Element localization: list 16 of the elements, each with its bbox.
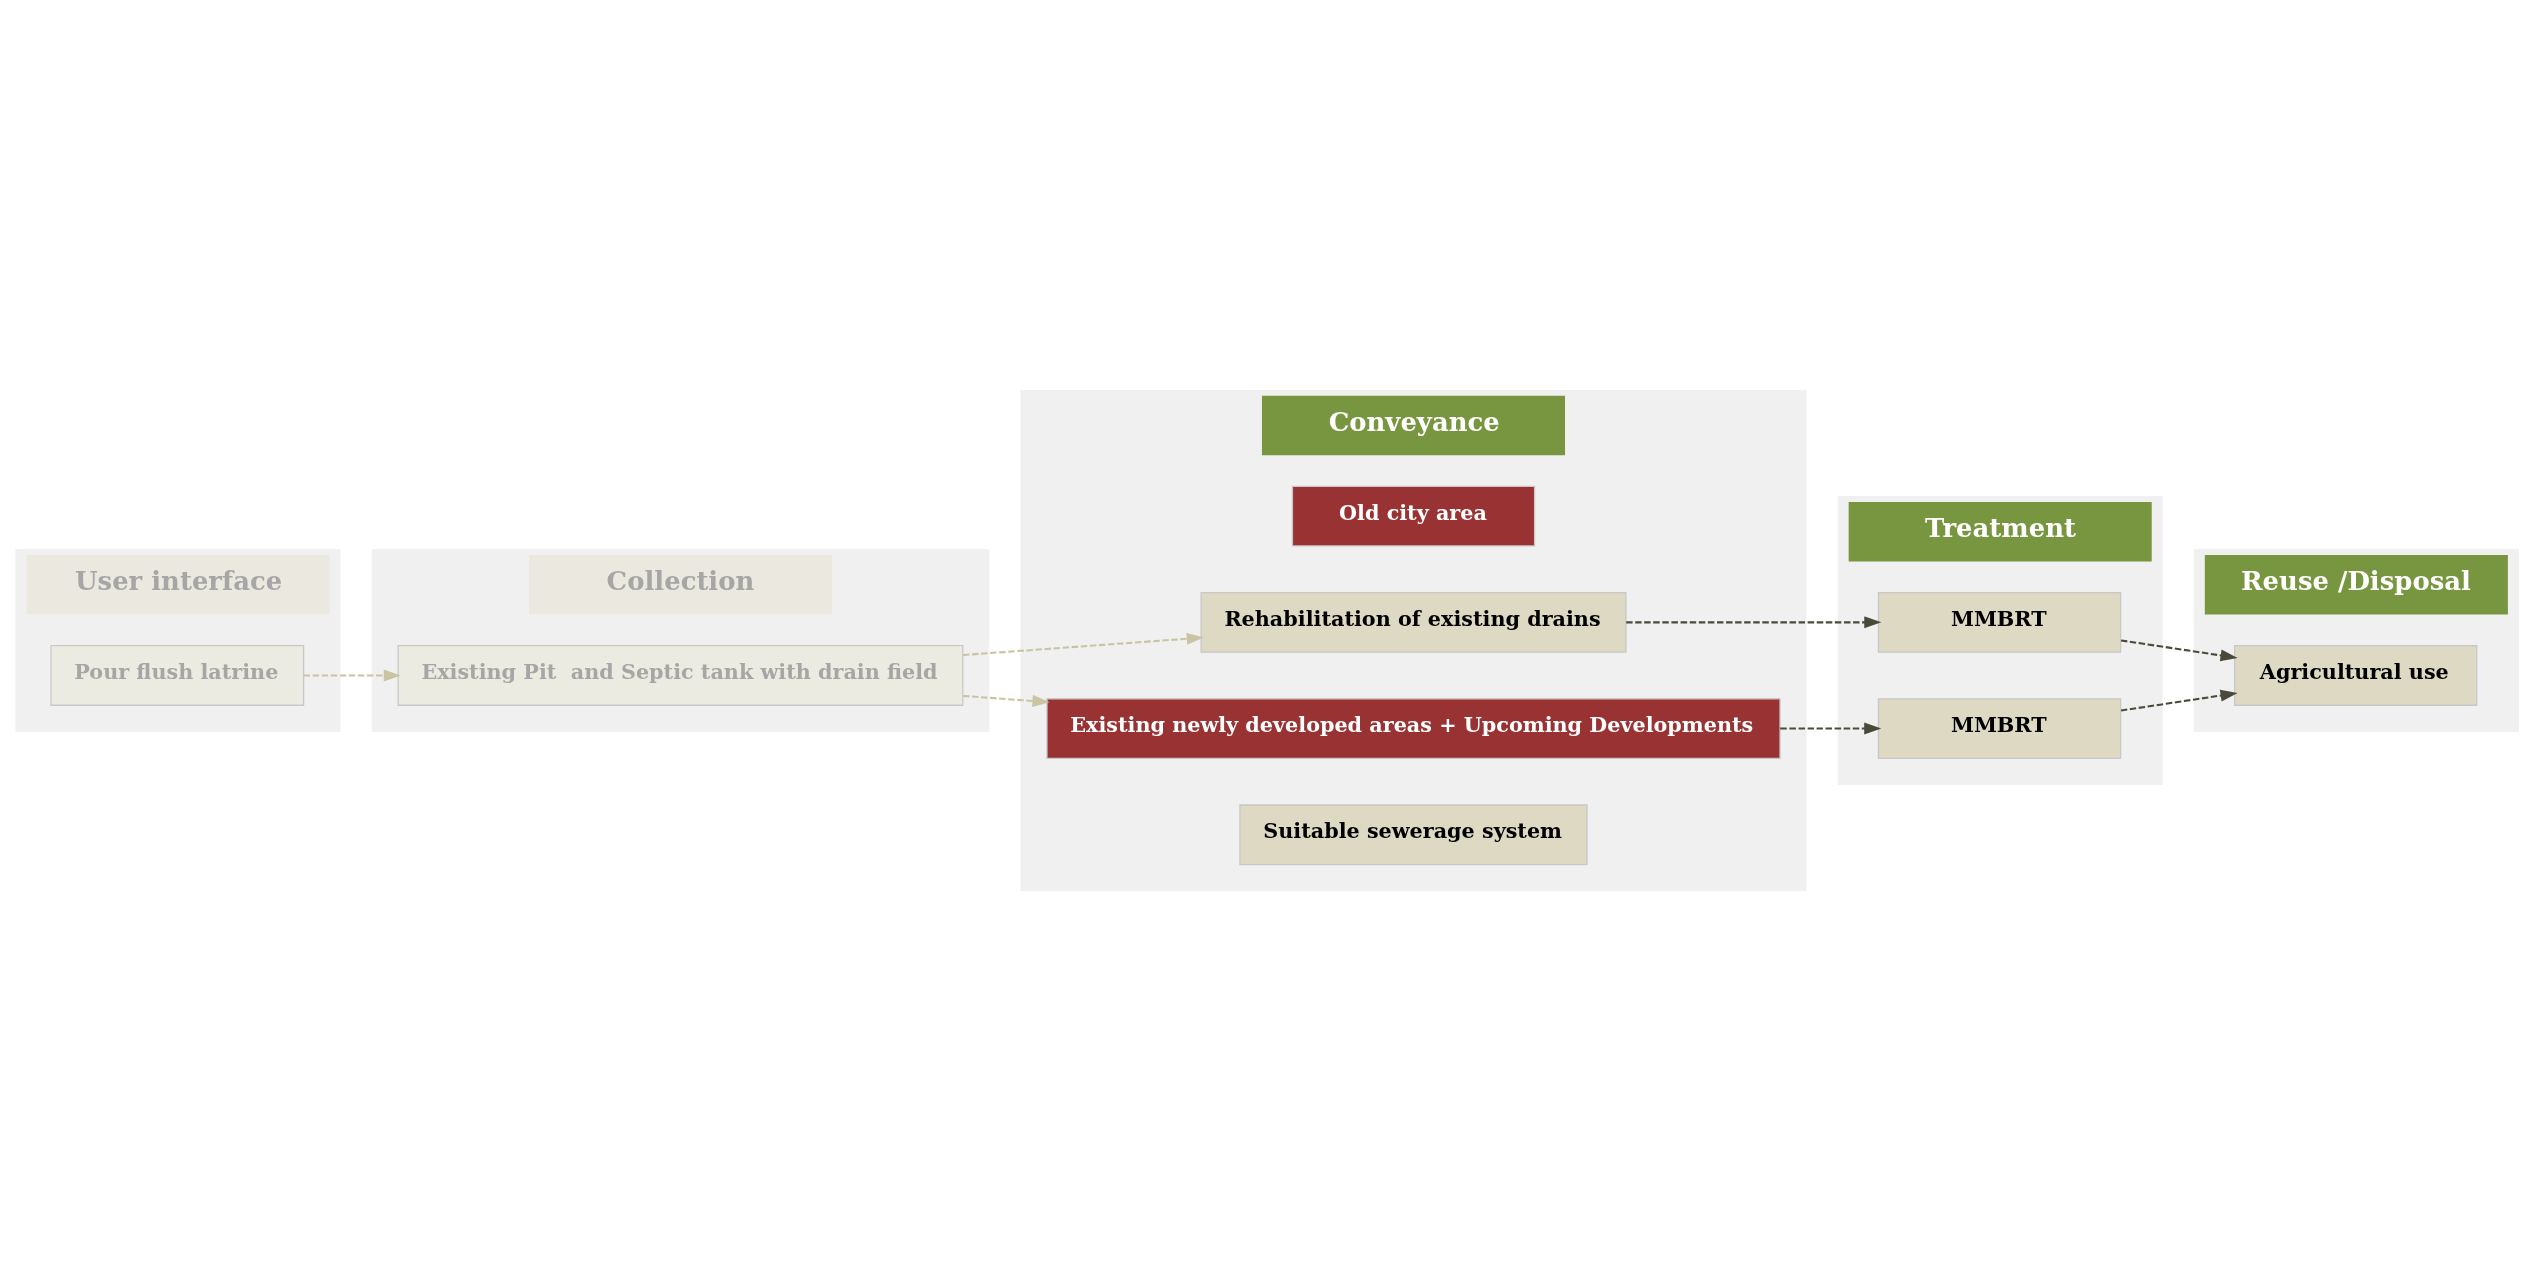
- node-box: Suitable sewerage system: [1239, 804, 1588, 866]
- node-box: Rehabilitation of existing drains: [1200, 591, 1627, 653]
- arrow: [2120, 639, 2238, 662]
- node-box: Existing newly developed areas + Upcoming Developments: [1046, 698, 1781, 759]
- node-box: Old city area: [1291, 485, 1536, 547]
- node-box: MMBRT: [1877, 698, 2122, 759]
- arrow: [963, 694, 1050, 707]
- node-box: MMBRT: [1877, 591, 2122, 653]
- arrow: [1780, 722, 1882, 735]
- arrow: [963, 632, 1204, 657]
- node-box: Agricultural use: [2233, 645, 2478, 706]
- arrow: [1626, 616, 1882, 629]
- arrow: [303, 669, 401, 682]
- node-box: Pour flush latrine: [50, 645, 305, 706]
- arrow: [2120, 689, 2238, 712]
- node-box: Existing Pit and Septic tank with drain field: [397, 645, 964, 706]
